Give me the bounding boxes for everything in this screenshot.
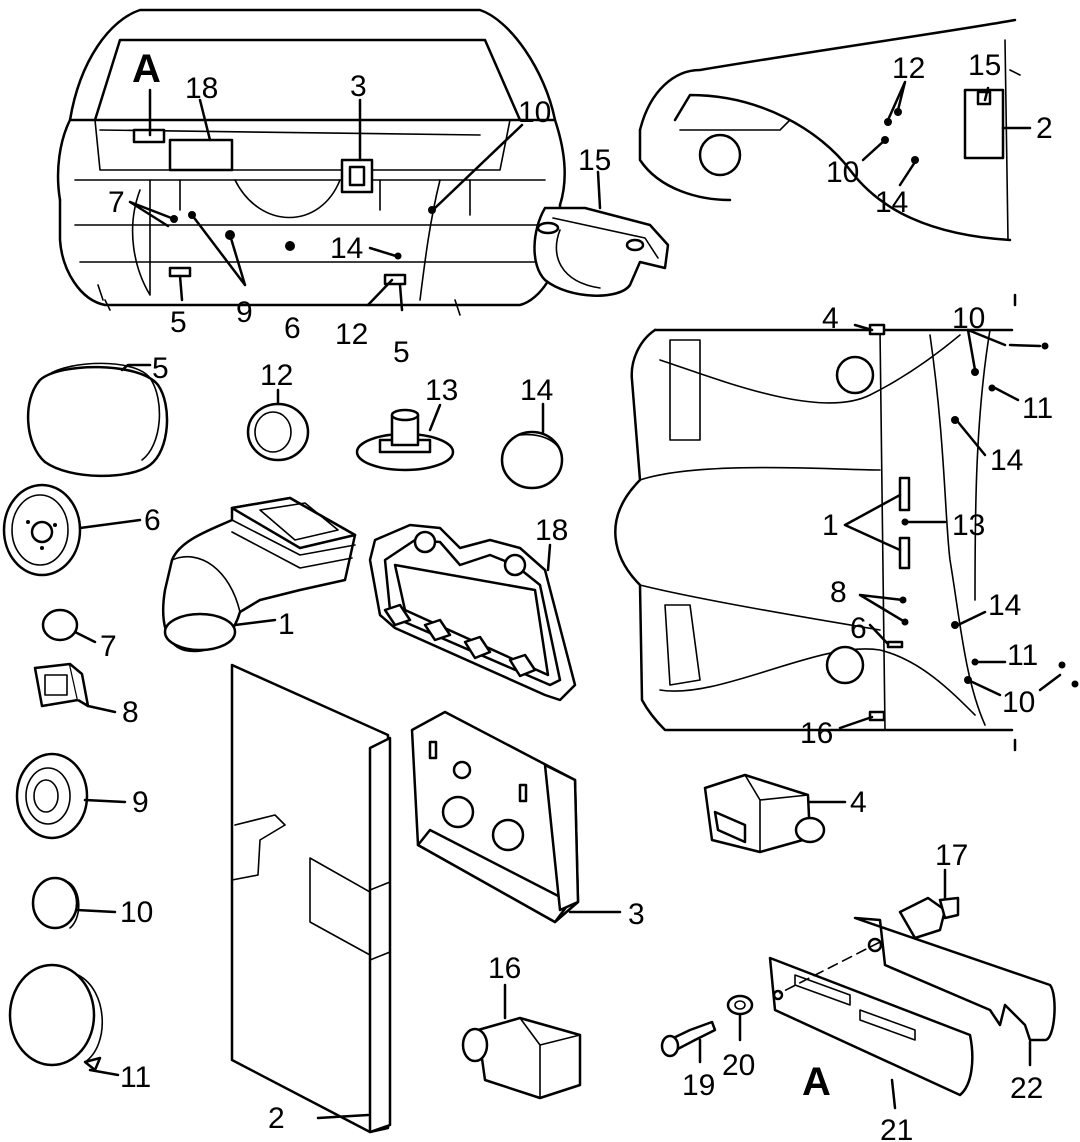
callout-12-car: 12 (335, 318, 368, 351)
part-6-disc-plug: 6 (2, 483, 161, 577)
part-3-mount-block: 3 (410, 710, 645, 931)
part-10-small-plug: 10 (31, 876, 153, 930)
callout-6-part: 6 (144, 504, 161, 537)
callout-5b-car: 5 (393, 336, 410, 369)
callout-14-part: 14 (520, 374, 553, 407)
part-13-stud: 13 (355, 374, 458, 472)
part-15-cover: 15 (533, 144, 670, 297)
callout-5-car: 5 (170, 306, 187, 339)
callout-3-car: 3 (350, 70, 367, 103)
callout-19-part: 19 (682, 1069, 715, 1102)
callout-10-fender: 10 (826, 156, 859, 189)
callout-14-fender: 14 (875, 186, 908, 219)
callout-3-part: 3 (628, 898, 645, 931)
callout-12-fender: 12 (892, 52, 925, 85)
callout-18-part: 18 (535, 514, 568, 547)
callout-9-car: 9 (236, 296, 253, 329)
callout-6-floor: 6 (850, 612, 867, 645)
callout-13-part: 13 (425, 374, 458, 407)
bracket-assembly-a: 17 19 20 21 22 A (660, 839, 1056, 1142)
part-7-cap: 7 (41, 608, 117, 663)
part-5-oval-plug: 5 (26, 352, 169, 478)
car-rear-view: A 18 3 10 7 14 5 9 6 12 5 (56, 8, 566, 369)
callout-4-floor: 4 (822, 302, 839, 335)
callout-11b-floor: 11 (1007, 639, 1038, 672)
callout-11-part: 11 (120, 1061, 151, 1094)
fender-view: 12 15 2 10 14 (638, 18, 1053, 242)
part-11-large-plug: 11 (8, 963, 151, 1094)
part-9-foam-plug: 9 (15, 752, 149, 840)
part-18-frame: 18 (368, 514, 577, 702)
callout-21-part: 21 (880, 1114, 913, 1142)
callout-8-part: 8 (122, 696, 139, 729)
callout-22-part: 22 (1010, 1072, 1043, 1105)
callout-12-part: 12 (260, 359, 293, 392)
callout-10b-floor: 10 (1002, 686, 1035, 719)
callout-4-part: 4 (850, 786, 867, 819)
callout-2-part: 2 (268, 1102, 285, 1135)
callout-14-floor: 14 (990, 444, 1023, 477)
callout-20-part: 20 (722, 1049, 755, 1082)
part-14-foam-plug: 14 (500, 374, 564, 490)
part-16-clip: 16 (461, 952, 582, 1100)
callout-7-car: 7 (108, 186, 125, 219)
callout-1-floor: 1 (822, 509, 839, 542)
part-4-clip: 4 (703, 773, 867, 854)
callout-16-floor: 16 (800, 717, 833, 750)
callout-15-fender: 15 (968, 49, 1001, 82)
callout-11-floor: 11 (1022, 392, 1053, 425)
callout-18-car: 18 (185, 72, 218, 105)
callout-10-floor: 10 (952, 302, 985, 335)
callout-10-car: 10 (518, 96, 551, 129)
callout-13-floor: 13 (952, 509, 985, 542)
callout-2-fender: 2 (1036, 112, 1053, 145)
callout-a-car: A (132, 47, 161, 91)
part-8-square-plug: 8 (33, 662, 139, 729)
callout-6-car: 6 (284, 312, 301, 345)
callout-10-part: 10 (120, 896, 153, 929)
callout-1-part: 1 (278, 608, 295, 641)
callout-9-part: 9 (132, 786, 149, 819)
callout-7-part: 7 (100, 630, 117, 663)
part-1-duct: 1 (161, 496, 357, 653)
callout-17-part: 17 (935, 839, 968, 872)
callout-a-bracket: A (802, 1060, 831, 1104)
callout-5-part: 5 (152, 352, 169, 385)
callout-16-part: 16 (488, 952, 521, 985)
callout-8-floor: 8 (830, 576, 847, 609)
part-12-grommet: 12 (246, 359, 310, 462)
floor-panel-view: 4 10 11 14 1 13 8 14 6 11 10 16 (614, 293, 1079, 752)
callout-14b-floor: 14 (988, 589, 1021, 622)
part-2-foam-panel: 2 (230, 663, 392, 1135)
callout-14-car: 14 (330, 232, 363, 265)
callout-15-part: 15 (578, 144, 611, 177)
